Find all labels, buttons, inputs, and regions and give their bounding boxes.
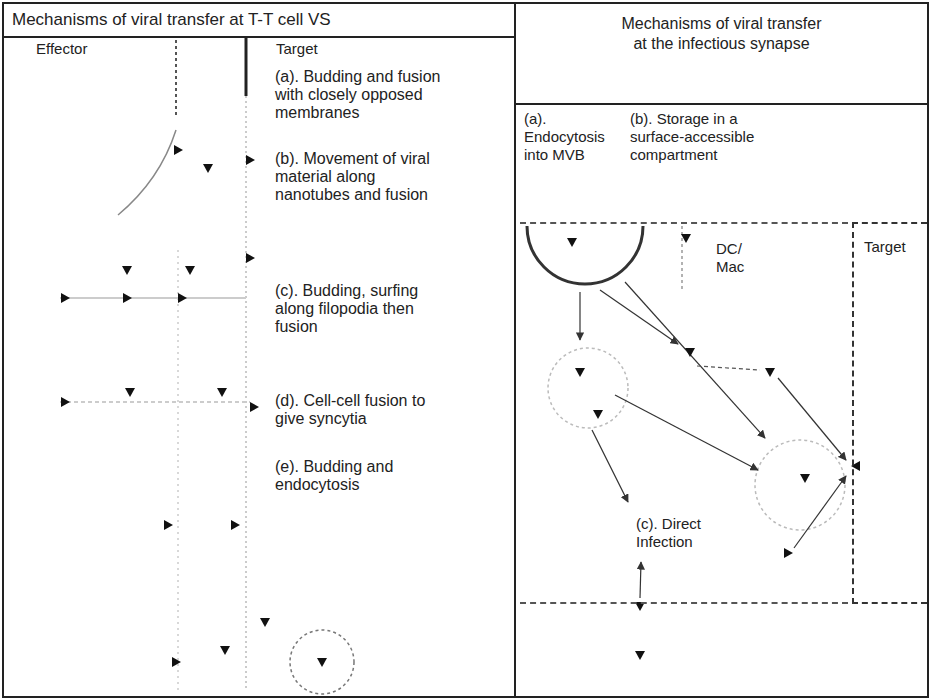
transfer-arrow: [615, 395, 758, 470]
vesicle: [548, 348, 628, 428]
virion: [185, 266, 195, 275]
filopodium: [60, 401, 250, 403]
virion: [178, 293, 187, 303]
nanotube: [60, 297, 246, 299]
effector-membrane: [118, 130, 176, 215]
target-membrane: [245, 96, 247, 690]
endosome: [290, 630, 354, 694]
virion: [575, 368, 585, 377]
target-membrane: [245, 38, 248, 96]
transfer-arrow: [778, 378, 846, 460]
virion: [246, 253, 255, 263]
virion: [164, 520, 173, 530]
mvb-invagination: [527, 226, 643, 284]
virion: [217, 388, 227, 397]
virion: [250, 402, 259, 412]
virion: [61, 397, 70, 407]
virion: [61, 293, 70, 303]
panel-title: Mechanisms of viral transfer at T-T cell…: [12, 4, 506, 36]
vesicle: [755, 440, 845, 530]
transfer-arrow: [625, 282, 765, 438]
virion: [172, 657, 181, 667]
transfer-arrow: [640, 562, 641, 598]
label-anchor: (c). Budding, surfing along filopodia th…: [275, 282, 447, 336]
label-anchor: Target: [276, 40, 386, 58]
callout-text: (c). Direct Infection: [636, 515, 728, 551]
virion: [123, 293, 132, 303]
right-panel: Mechanisms of viral transfer at the infe…: [514, 2, 929, 698]
label-anchor: (e). Budding and endocytosis: [275, 458, 447, 494]
callout-text: (b). Movement of viral material along na…: [275, 150, 447, 204]
transfer-arrow: [592, 430, 628, 502]
virion: [122, 266, 132, 275]
callout-text: (a). Budding and fusion with closely opp…: [275, 68, 447, 122]
virion: [784, 548, 793, 558]
callout-text: Effector: [36, 40, 146, 58]
label-anchor: (a). Endocytosis into MVB: [524, 110, 619, 164]
transfer-path: [697, 366, 760, 370]
label-anchor: DC/ Mac: [716, 240, 764, 276]
cell-label: Target: [854, 224, 927, 256]
effector-membrane: [175, 40, 177, 118]
virion: [125, 388, 135, 397]
virion: [260, 618, 270, 627]
virion: [203, 164, 213, 173]
label-anchor: (b). Storage in a surface-accessible com…: [630, 110, 788, 164]
virion: [231, 520, 240, 530]
virion: [765, 368, 775, 377]
header-band: Mechanisms of viral transfer at the infe…: [516, 4, 927, 105]
transfer-arrow: [579, 292, 580, 340]
virion: [174, 145, 183, 155]
callout-text: Target: [276, 40, 386, 58]
virion: [635, 651, 645, 660]
label-anchor: (d). Cell-cell fusion to give syncytia: [275, 392, 447, 428]
callout-text: (c). Budding, surfing along filopodia th…: [275, 282, 447, 336]
label-anchor: (c). Direct Infection: [636, 515, 728, 551]
callout-text: (d). Cell-cell fusion to give syncytia: [275, 392, 447, 428]
virion: [593, 410, 603, 419]
virion: [220, 646, 230, 655]
effector-membrane: [177, 250, 179, 690]
callout-text: (b). Storage in a surface-accessible com…: [630, 110, 788, 164]
label-anchor: (a). Budding and fusion with closely opp…: [275, 68, 447, 122]
label-anchor: Effector: [36, 40, 146, 58]
virion: [246, 155, 255, 165]
virion: [681, 234, 691, 243]
virion: [567, 238, 577, 247]
transfer-arrow: [794, 476, 846, 548]
target-cell: Target: [852, 222, 927, 604]
cell-label: DC/ Mac: [716, 240, 764, 276]
virion: [685, 348, 695, 357]
virion: [317, 658, 327, 667]
panel-title: Mechanisms of viral transfer at the infe…: [614, 14, 829, 54]
callout-text: (e). Budding and endocytosis: [275, 458, 447, 494]
label-anchor: (b). Movement of viral material along na…: [275, 150, 447, 204]
virion: [800, 474, 810, 483]
header-band: Mechanisms of viral transfer at T-T cell…: [4, 4, 514, 38]
left-panel: Mechanisms of viral transfer at T-T cell…: [2, 2, 516, 698]
callout-text: (a). Endocytosis into MVB: [524, 110, 619, 164]
